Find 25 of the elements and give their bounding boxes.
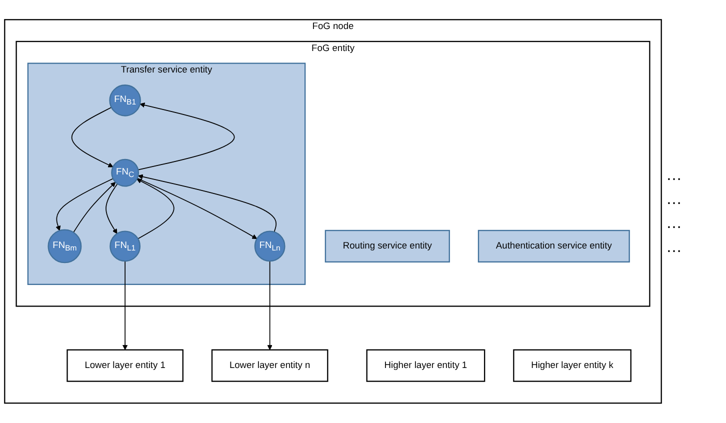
node-box: Routing service entity <box>324 230 450 263</box>
node-box: Lower layer entity 1 <box>66 349 184 382</box>
node-circle: FN$_{Bm}$ <box>48 229 82 264</box>
ellipsis-label: … <box>666 190 683 208</box>
node-box: Higher layer entity k <box>513 349 632 382</box>
ellipsis-label: … <box>666 166 683 184</box>
node-circle: FN$_{B1}$ <box>109 84 141 116</box>
arrow <box>122 260 128 350</box>
node-circle: FN$_{Ln}$ <box>254 230 286 262</box>
node-box: Lower layer entity n <box>211 349 328 382</box>
node-circle: FN$_{C}$ <box>111 158 140 187</box>
ellipsis-label: … <box>666 238 683 256</box>
node-box: Higher layer entity 1 <box>366 349 486 382</box>
arrow <box>138 102 235 170</box>
arrow <box>56 178 114 231</box>
arrow <box>138 174 277 233</box>
node-box: Authentication service entity <box>478 230 630 263</box>
arrow <box>73 182 116 233</box>
arrow <box>71 107 114 168</box>
arrow <box>267 260 272 350</box>
node-circle: FN$_{L1}$ <box>110 230 141 262</box>
ellipsis-label: … <box>666 214 683 232</box>
arrow <box>136 178 174 240</box>
arrow <box>136 178 258 240</box>
arrow <box>106 183 118 234</box>
